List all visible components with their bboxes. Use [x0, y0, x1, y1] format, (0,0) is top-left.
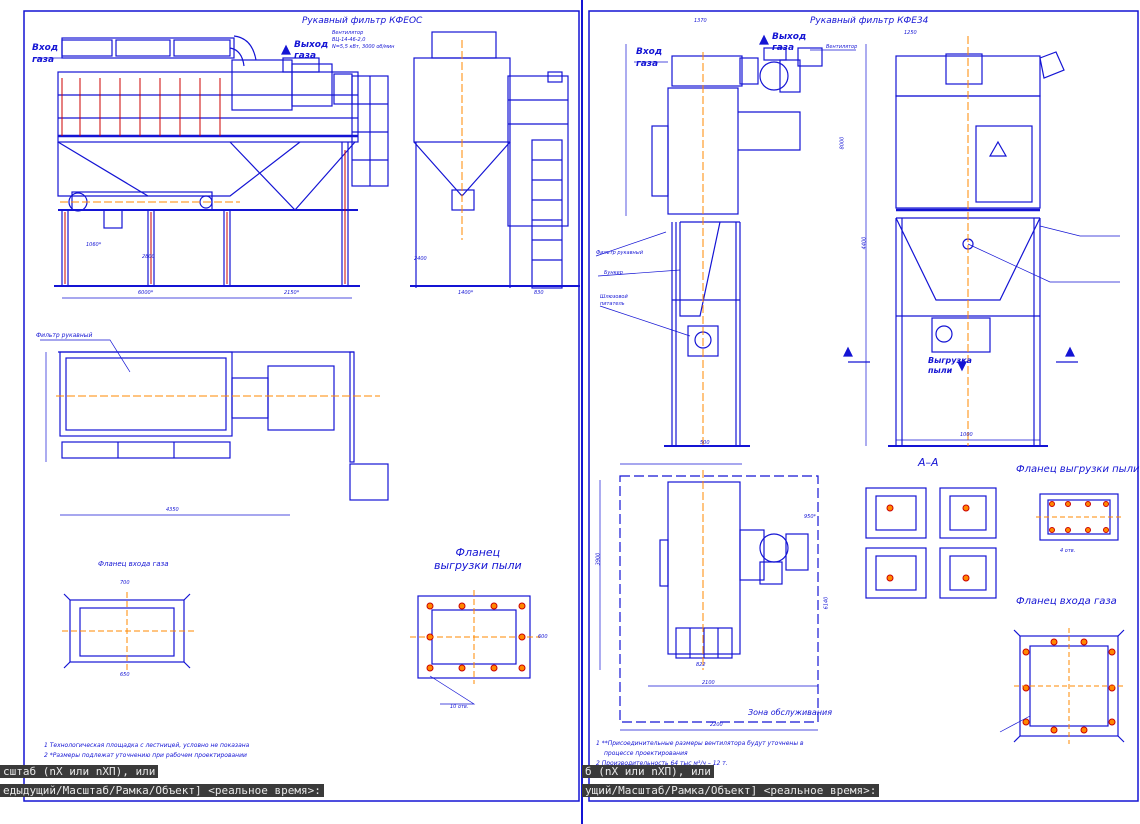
right-side-view: [888, 51, 1065, 447]
right-flange-dust-bolts: [1049, 501, 1109, 533]
command-line-2-left[interactable]: едыдущий/Масштаб/Рамка/Объект] <реальное…: [0, 784, 324, 797]
left-dim-1060: 1060*: [86, 242, 102, 248]
left-flange-outlet-bolts: [426, 602, 526, 672]
right-dim-2100: 2100: [702, 680, 715, 686]
left-inlet-label: Вход газа: [32, 43, 59, 65]
right-dim-1370: 1370: [694, 18, 707, 24]
left-dim-6000: 6000*: [138, 290, 154, 296]
left-dim-650: 650: [120, 672, 130, 678]
left-dim-holes: 10 отв.: [450, 704, 469, 710]
right-section-aa: [865, 487, 997, 599]
left-dim-2800: 2800: [142, 254, 155, 260]
right-sheet-frame: [588, 10, 1139, 802]
right-note-1b: процессе проектирования: [604, 750, 688, 757]
left-side-hatch: [61, 78, 346, 284]
left-sheet-title: Рукавный фильтр КФЕОС: [302, 16, 423, 26]
right-dim-6140: 6140: [823, 596, 830, 610]
right-filter-label: Фильтр рукавный: [596, 250, 644, 256]
right-plan-view: [619, 475, 819, 723]
left-note-2: 2 *Размеры подлежат уточнению при рабоче…: [44, 752, 247, 759]
right-screw-label: Шлюзовой питатель: [600, 294, 628, 307]
command-line-2-right[interactable]: ущий/Масштаб/Рамка/Объект] <реальное вре…: [582, 784, 880, 797]
left-dim-1400: 1400*: [458, 290, 474, 296]
left-sheet-frame: [23, 10, 580, 802]
leader-lines: [34, 49, 1120, 733]
right-dim-4400: 4400: [861, 236, 868, 250]
left-dim-4350: 4350: [166, 507, 179, 513]
left-fan-note: Вентилятор ВЦ-14-46-2,0 N=5,5 кВт, 3000 …: [332, 30, 395, 50]
right-flange-gas-bolts: [1022, 638, 1116, 734]
right-dust-out-label: Выгрузка пыли: [928, 356, 972, 375]
left-plan-view: [58, 351, 389, 501]
right-note-1: 1 **Присоединительные размеры вентилятор…: [596, 740, 804, 747]
left-dim-600: 600: [538, 634, 548, 640]
right-dim-500: 500: [700, 440, 710, 446]
right-dim-8000: 8000: [839, 136, 846, 150]
right-dim-3900: 3900: [595, 552, 602, 566]
left-note-1: 1 Технологическая площадка с лестницей, …: [44, 742, 250, 749]
right-bunker-label: Бункер: [604, 270, 623, 276]
left-outlet-label: Выход газа: [294, 40, 329, 61]
right-note-2: 2 Производительность 64 тыс м³/ч – 12 т.: [596, 760, 728, 767]
right-outlet-label: Выход газа: [772, 32, 807, 53]
right-section-aa-bolts: [886, 504, 970, 582]
left-view-filter-label: Фильтр рукавный: [36, 332, 93, 339]
right-dim-822: 822: [696, 662, 706, 668]
right-flange-gas-title: Фланец входа газа: [1016, 596, 1117, 607]
left-flange-outlet-title: Фланец выгрузки пыли: [434, 546, 522, 572]
command-line-1-left[interactable]: сштаб (nX или nXП), или: [0, 765, 159, 778]
left-dim-2150: 2150*: [284, 290, 300, 296]
right-inlet-label: Вход газа: [636, 47, 663, 69]
right-dim-2200: 2200: [710, 722, 723, 728]
left-dim-830: 830: [534, 290, 544, 296]
section-arrows: [281, 34, 1078, 372]
right-dim-holes: 4 отв.: [1060, 548, 1076, 554]
left-dim-700: 700: [120, 580, 130, 586]
right-dim-1000: 1000: [960, 432, 973, 438]
right-front-view: [651, 47, 823, 447]
command-line-1-right[interactable]: б (nX или nXП), или: [582, 765, 714, 778]
right-flange-dust-title: Фланец выгрузки пыли: [1016, 464, 1140, 475]
left-dim-2400: 2400: [414, 256, 427, 262]
left-end-view: [410, 31, 580, 289]
right-service-zone-label: Зона обслуживания: [748, 708, 833, 717]
right-sheet-title: Рукавный фильтр КФЕ34: [810, 16, 929, 26]
left-side-view: [54, 35, 389, 287]
right-dim-1250: 1250: [904, 30, 917, 36]
dimension-lines: [45, 44, 1040, 731]
right-dim-950: 950*: [804, 514, 817, 520]
right-fan-label: Вентилятор: [826, 44, 858, 50]
right-section-label: А–А: [918, 456, 939, 469]
left-flange-inlet-title: Фланец входа газа: [98, 560, 169, 568]
